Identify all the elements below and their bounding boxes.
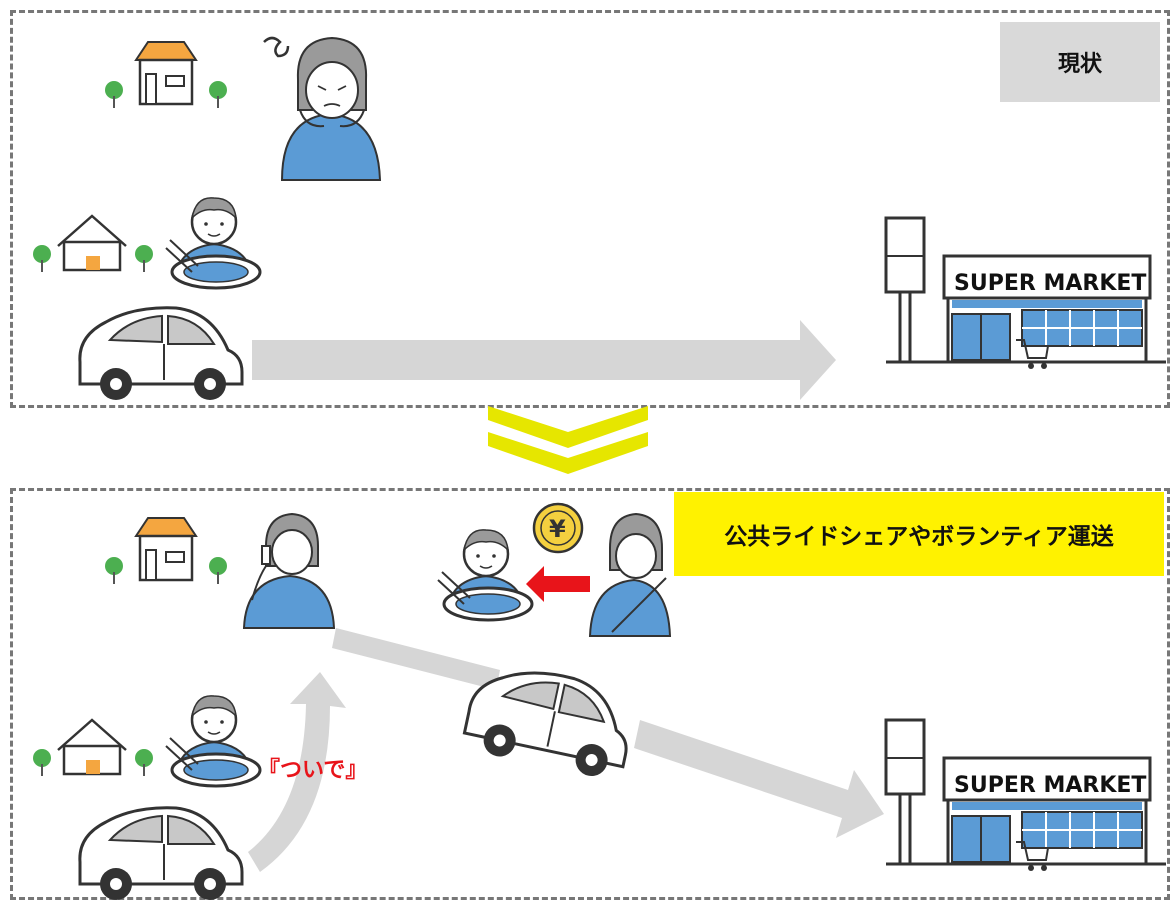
driver-icon-bottom-right [436,528,534,622]
car-icon-top [78,306,244,402]
woman-phoning-icon [242,512,336,629]
on-the-way-label: 『ついで』 [258,758,368,783]
yen-symbol: ¥ [549,515,566,543]
driver-icon-top [164,196,262,290]
house-icon-bottom-2 [31,718,155,778]
current-state-panel [10,10,1170,408]
driver-icon-bottom-left [164,694,262,788]
future-state-panel [10,488,1170,900]
yen-coin-icon: ¥ [532,502,584,554]
supermarket-sign-top: SUPER MARKET [954,271,1146,296]
route-arrow-top [252,320,836,400]
pickup-curve-arrow [248,672,346,872]
future-state-label: 公共ライドシェアやボランティア運送 [674,492,1164,576]
current-state-label: 現状 [1000,22,1160,102]
car-icon-bottom [78,806,244,902]
route-segment-arrow [332,628,500,690]
payment-arrow-icon [526,566,590,602]
route-arrow-bottom [634,720,884,838]
transition-chevron-icon [488,406,648,474]
house-icon-top [103,40,229,110]
supermarket-sign-bottom: SUPER MARKET [954,773,1146,798]
passenger-woman-icon [588,512,672,637]
house-icon-bottom [103,516,229,586]
house-icon-top-2 [31,214,155,274]
worried-woman-icon [263,36,382,181]
